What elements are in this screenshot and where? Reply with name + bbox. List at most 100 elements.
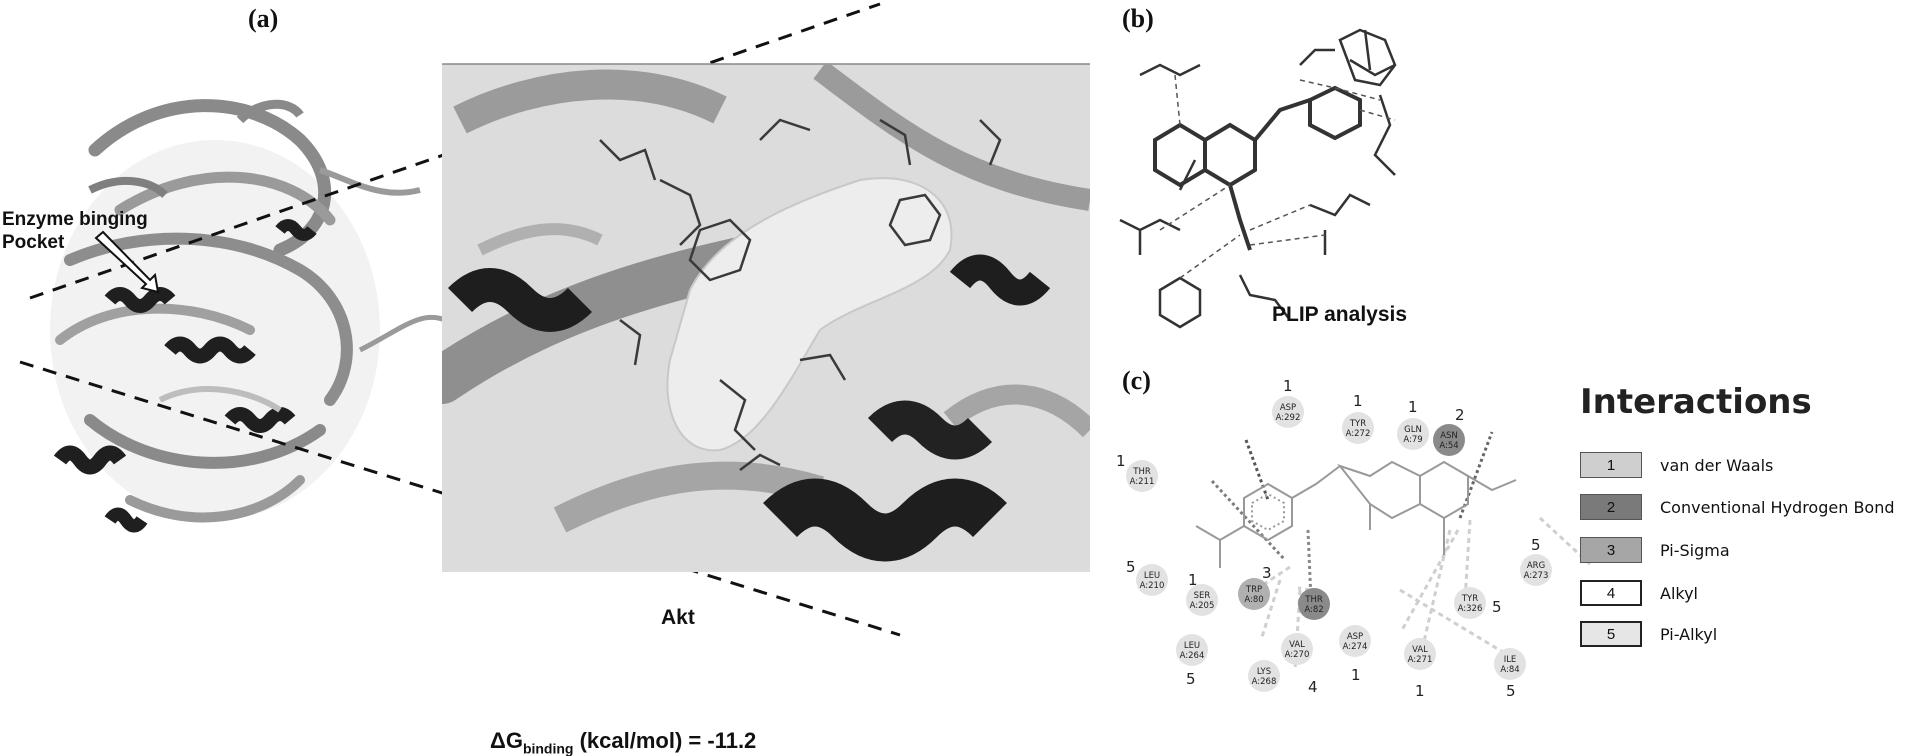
residue-ile84: ILE A:84 5 [1494, 648, 1526, 700]
plip-ligand-diagram [1119, 28, 1397, 329]
residue-tyr272: TYR A:272 1 [1342, 392, 1374, 444]
residue-leu210-num: A:210 [1140, 581, 1165, 591]
residue-val271-num: A:271 [1408, 655, 1433, 665]
legend-item-pi-alkyl: 5 Pi-Alkyl [1580, 619, 1717, 649]
plip-caption: PLIP analysis [1272, 303, 1408, 326]
residue-ile84-type: 5 [1506, 682, 1516, 700]
residue-leu264: LEU A:264 5 [1176, 634, 1208, 688]
residue-trp80-name: TRP [1245, 585, 1262, 595]
residue-asn54-num: A:54 [1439, 441, 1458, 451]
panel-b-label: (b) [1122, 4, 1154, 33]
residue-val271-type: 1 [1415, 682, 1425, 700]
legend-item-pi-sigma: 3 Pi-Sigma [1580, 535, 1730, 565]
binding-energy: ΔGbinding (kcal/mol) = -11.2 [490, 728, 756, 756]
residue-ser205-type: 1 [1188, 571, 1198, 589]
pocket-label-line1: Enzyme binging [2, 209, 148, 230]
residue-leu264-num: A:264 [1180, 651, 1205, 661]
residue-asp274: ASP A:274 1 [1339, 625, 1371, 684]
legend-swatch-1: 1 [1580, 452, 1642, 478]
residue-asn54: ASN A:54 2 [1433, 406, 1465, 456]
residue-thr82: THR A:82 2 [1298, 588, 1330, 620]
legend-item-hydrogen-bond: 2 Conventional Hydrogen Bond [1580, 492, 1895, 522]
residue-thr211-name: THR [1132, 467, 1151, 477]
protein-cartoon-overview [50, 99, 446, 533]
residue-asn54-name: ASN [1440, 431, 1458, 441]
legend-label-4: Alkyl [1660, 583, 1698, 603]
residue-tyr326: TYR A:326 5 [1454, 587, 1502, 619]
residue-asp274-type: 1 [1351, 666, 1361, 684]
ligand-skeleton [1195, 460, 1517, 568]
binding-energy-subscript: binding [522, 740, 574, 756]
binding-pocket-zoom [442, 63, 1090, 572]
binding-energy-suffix: (kcal/mol) = -11.2 [573, 728, 757, 753]
residue-lys268: LYS A:268 5 [1248, 660, 1280, 692]
panel-c-label: (c) [1122, 366, 1151, 395]
residue-thr211-type: 1 [1116, 452, 1126, 470]
residue-val270-num: A:270 [1285, 650, 1310, 660]
residue-val270-name: VAL [1289, 640, 1305, 650]
residue-asp292-type: 1 [1283, 377, 1293, 395]
residue-tyr326-type: 5 [1492, 598, 1502, 616]
residue-leu210-name: LEU [1144, 571, 1160, 581]
residue-tyr272-type: 1 [1353, 392, 1363, 410]
residue-val270-type: 4 [1308, 678, 1318, 696]
residue-leu210: LEU A:210 5 [1126, 558, 1168, 596]
residue-thr211: THR A:211 1 [1116, 452, 1158, 492]
residue-ile84-num: A:84 [1500, 665, 1519, 675]
residue-tyr326-name: TYR [1461, 594, 1478, 604]
binding-energy-prefix: ΔG [490, 728, 523, 753]
zoom-line-top [29, 2, 881, 300]
legend-item-alkyl: 4 Alkyl [1580, 578, 1698, 608]
panel-a-label: (a) [248, 4, 279, 33]
residue-arg273: ARG A:273 5 [1520, 536, 1552, 586]
legend-swatch-4: 4 [1580, 580, 1642, 606]
residue-asp274-name: ASP [1347, 632, 1363, 642]
residue-ile84-name: ILE [1504, 655, 1517, 665]
residue-tyr272-name: TYR [1349, 419, 1366, 429]
residue-trp80-num: A:80 [1244, 595, 1263, 605]
pocket-label: Enzyme binging Pocket [2, 208, 148, 254]
legend-label-2: Conventional Hydrogen Bond [1660, 497, 1895, 517]
residue-ser205-num: A:205 [1190, 601, 1215, 611]
protein-name: Akt [661, 606, 695, 629]
residue-lys268-name: LYS [1257, 667, 1271, 677]
residue-val271: VAL A:271 1 [1404, 638, 1436, 700]
residue-ser205-name: SER [1194, 591, 1211, 601]
residue-val270: VAL A:270 4 [1281, 633, 1318, 696]
residue-asp274-num: A:274 [1343, 642, 1368, 652]
residue-thr82-num: A:82 [1304, 605, 1323, 615]
residue-asp292: ASP A:292 1 [1272, 377, 1304, 428]
pocket-arrow [94, 230, 160, 294]
residue-gln79: GLN A:79 1 [1397, 398, 1429, 450]
legend-item-van-der-waals: 1 van der Waals [1580, 450, 1773, 480]
residue-asp292-num: A:292 [1276, 413, 1301, 423]
residue-lys268-num: A:268 [1252, 677, 1277, 687]
residue-leu264-type: 5 [1186, 670, 1196, 688]
residue-ser205: SER A:205 1 [1186, 571, 1218, 616]
residue-gln79-type: 1 [1408, 398, 1418, 416]
residue-arg273-type: 5 [1531, 536, 1541, 554]
residue-nodes: ASP A:292 1 TYR A:272 1 GLN A:79 1 ASN A… [1116, 377, 1552, 700]
legend-swatch-2: 2 [1580, 494, 1642, 520]
residue-thr211-num: A:211 [1130, 477, 1155, 487]
residue-tyr272-num: A:272 [1346, 429, 1371, 439]
residue-asn54-type: 2 [1455, 406, 1465, 424]
residue-leu210-type: 5 [1126, 558, 1136, 576]
legend-label-5: Pi-Alkyl [1660, 624, 1718, 644]
pocket-label-line2: Pocket [2, 232, 65, 253]
residue-trp80-type: 3 [1262, 564, 1272, 582]
legend-title: Interactions [1580, 382, 1812, 422]
residue-leu264-name: LEU [1184, 641, 1200, 651]
legend-label-1: van der Waals [1660, 455, 1774, 475]
residue-trp80: TRP A:80 3 [1238, 564, 1272, 610]
legend-label-3: Pi-Sigma [1660, 540, 1730, 560]
residue-val271-name: VAL [1412, 645, 1428, 655]
residue-asp292-name: ASP [1280, 403, 1296, 413]
residue-gln79-num: A:79 [1403, 435, 1422, 445]
legend-swatch-5: 5 [1580, 621, 1642, 647]
residue-tyr326-num: A:326 [1458, 604, 1483, 614]
residue-arg273-num: A:273 [1524, 571, 1549, 581]
residue-thr82-name: THR [1304, 595, 1323, 605]
